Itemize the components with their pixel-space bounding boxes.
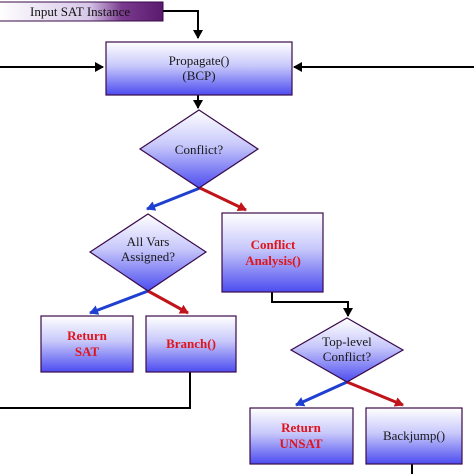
return-unsat-sublabel: UNSAT: [279, 436, 322, 451]
propagate-box: Propagate() (BCP): [105, 41, 293, 96]
conflict-analysis-box: Conflict Analysis(): [221, 212, 324, 293]
edge-allvars-yes: [89, 289, 149, 315]
edge-branch-feedback: [0, 372, 191, 409]
connectors: [0, 10, 474, 474]
conflict-label: Conflict?: [175, 142, 224, 157]
return-sat-sublabel: SAT: [75, 344, 100, 359]
conflict-analysis-sublabel: Analysis(): [245, 253, 301, 268]
top-level-label: Top-level: [322, 334, 372, 349]
return-sat-label: Return: [67, 328, 107, 343]
top-level-conflict-diamond: Top-level Conflict?: [289, 317, 405, 383]
backjump-box: Backjump(): [365, 407, 463, 465]
decision-arrows: [89, 186, 404, 407]
edge-toplevel-yes: [295, 380, 348, 407]
edge-conflict-yes: [199, 186, 247, 212]
return-unsat-label: Return: [281, 420, 321, 435]
edge-toplevel-no: [346, 380, 404, 407]
return-sat-box: Return SAT: [40, 315, 134, 373]
backjump-label: Backjump(): [383, 428, 445, 443]
return-unsat-box: Return UNSAT: [249, 407, 354, 465]
conflict-analysis-label: Conflict: [251, 237, 296, 252]
input-sat-instance-tab: Input SAT Instance: [0, 1, 164, 22]
branch-label: Branch(): [166, 336, 216, 351]
propagate-label: Propagate(): [169, 53, 230, 68]
propagate-sublabel: (BCP): [182, 68, 215, 83]
edge-conflict-no: [146, 186, 201, 211]
conflict-diamond: Conflict?: [138, 109, 260, 189]
all-vars-sublabel: Assigned?: [121, 249, 175, 264]
edge-input-to-propagate: [163, 10, 203, 39]
top-level-sublabel: Conflict?: [323, 349, 372, 364]
edge-allvars-no: [147, 289, 189, 315]
all-vars-assigned-diamond: All Vars Assigned?: [88, 213, 208, 292]
branch-box: Branch(): [145, 315, 237, 373]
all-vars-label: All Vars: [127, 234, 170, 249]
input-sat-instance-label: Input SAT Instance: [30, 4, 130, 19]
edge-analysis-to-toplevel: [271, 292, 353, 317]
